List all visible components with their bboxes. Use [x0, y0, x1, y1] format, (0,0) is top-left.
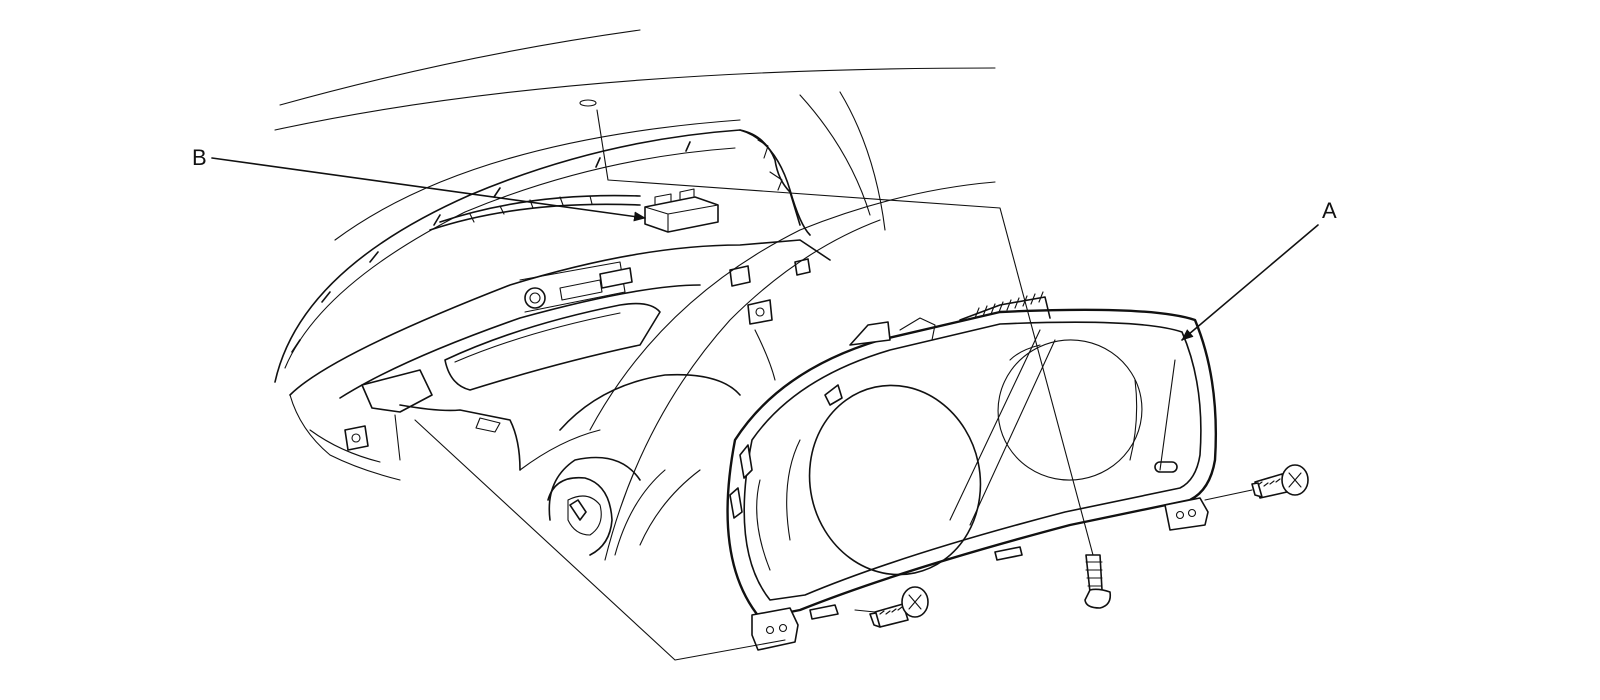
callout-b: B	[192, 145, 646, 222]
alignment-lines	[414, 99, 1253, 661]
screw-lower	[869, 586, 929, 628]
connector-b	[644, 188, 719, 233]
callout-a-arrow	[1181, 224, 1319, 341]
callout-b-label: B	[192, 145, 207, 170]
dashboard-outline	[274, 29, 996, 383]
screw-bottom	[1084, 554, 1112, 609]
instrument-cluster-a	[726, 291, 1218, 651]
callout-a-label: A	[1322, 198, 1337, 223]
screw-right	[1251, 464, 1309, 499]
cluster-hood	[589, 181, 996, 561]
callout-a: A	[1181, 198, 1337, 341]
callout-b-arrow	[211, 157, 646, 222]
dash-cavity	[289, 239, 831, 556]
